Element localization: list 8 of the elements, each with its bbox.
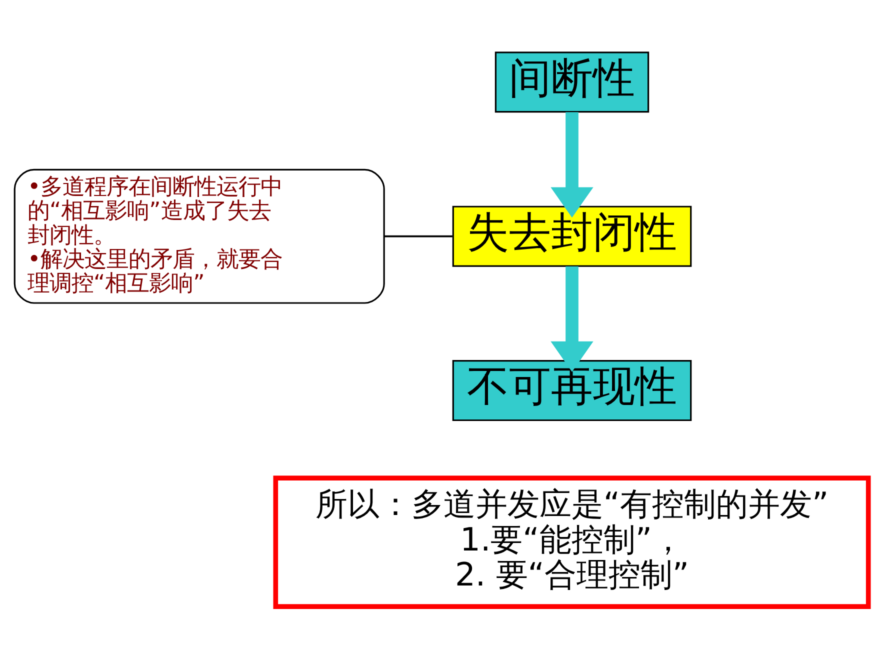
node-box: 间断性 xyxy=(494,52,650,113)
node-box: 失去封闭性 xyxy=(452,206,692,267)
arrow xyxy=(550,266,594,372)
node-box: 不可再现性 xyxy=(452,360,692,422)
node-box: 所以：多道并发应是“有控制的并发” 1.要“能控制”， 2. 要“合理控制” xyxy=(273,476,871,609)
node-box: •多道程序在间断性运行中的“相互影响”造成了失去封闭性。 •解决这里的矛盾，就要合理调控“相互影响” xyxy=(14,168,385,304)
connector xyxy=(384,235,452,238)
arrow xyxy=(550,112,594,218)
